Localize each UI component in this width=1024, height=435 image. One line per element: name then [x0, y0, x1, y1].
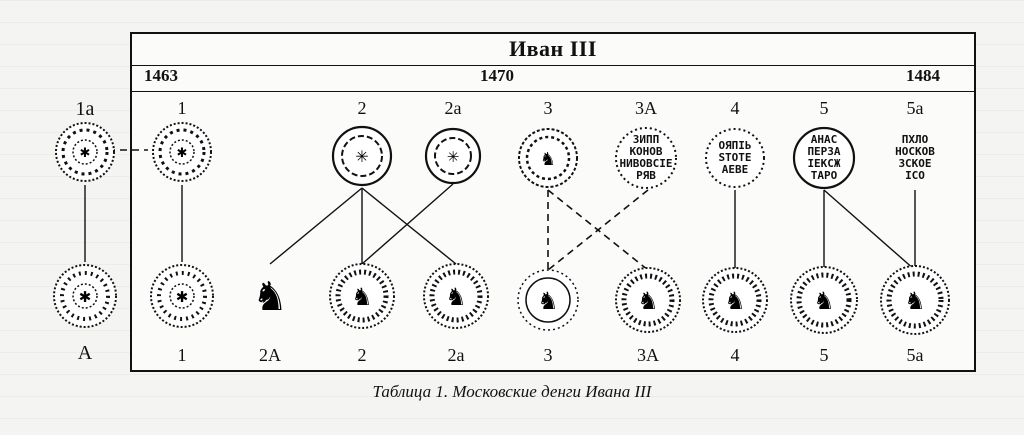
- coin-5a-top: ПХЛО НОСКОВ ЗСКОЕ IСО: [880, 126, 950, 190]
- coin-5-bottom: ♞: [790, 266, 858, 334]
- top-label-3A: 3А: [635, 98, 657, 118]
- coin-2a-bottom: ♞: [423, 263, 489, 329]
- coin-1-top: ✱: [152, 122, 212, 182]
- coin-3A-top-inscription: ЗИПП КОНОВ НИВОВСIE РЯВ: [619, 133, 673, 182]
- svg-text:♞: ♞: [813, 287, 835, 315]
- coin-5-top-inscription: АНАС ПЕРЗА IЕКСЖ ТАРО: [807, 133, 841, 182]
- coin-3-bottom: ♞: [517, 269, 579, 331]
- coin-5-top: АНАС ПЕРЗА IЕКСЖ ТАРО: [789, 126, 859, 190]
- coin-4-bottom: ♞: [702, 267, 768, 333]
- bottom-label-5a: 5а: [906, 345, 924, 365]
- bottom-label-3A: 3А: [637, 345, 659, 365]
- top-label-5: 5: [819, 98, 829, 118]
- link-5-5a: [823, 189, 916, 271]
- bottom-label-2A: 2А: [259, 345, 281, 365]
- bottom-label-2a: 2а: [447, 345, 465, 365]
- top-label-2: 2: [357, 98, 367, 118]
- coin-A-bottom: ✱: [53, 264, 117, 328]
- coin-3A-bottom: ♞: [615, 267, 681, 333]
- svg-text:✳: ✳: [355, 147, 368, 166]
- bottom-label-5: 5: [819, 345, 829, 365]
- table-caption: Таблица 1. Московские денги Ивана III: [372, 382, 652, 401]
- coin-4-top: ОЯПIЬ SТОТЕ АЕВЕ: [703, 126, 767, 190]
- svg-text:✱: ✱: [177, 146, 188, 161]
- svg-text:♞: ♞: [537, 287, 559, 315]
- bottom-label-1: 1: [177, 345, 187, 365]
- bottom-label-3: 3: [543, 345, 553, 365]
- coin-2a-top: ✳: [424, 127, 482, 185]
- bottom-label-2: 2: [357, 345, 367, 365]
- coin-3A-top-shape: [615, 127, 677, 189]
- svg-text:♞: ♞: [445, 283, 467, 311]
- top-label-1: 1: [177, 98, 187, 118]
- coin-5a-top-inscription: ПХЛО НОСКОВ ЗСКОЕ IСО: [895, 133, 935, 182]
- bottom-label-4: 4: [730, 345, 740, 365]
- year-1463: 1463: [144, 66, 178, 85]
- svg-text:♞: ♞: [540, 149, 556, 170]
- coin-2-top: ✳: [331, 125, 393, 187]
- top-label-3: 3: [543, 98, 553, 118]
- svg-text:✳: ✳: [447, 148, 460, 166]
- link-2-2A: [269, 187, 363, 265]
- coin-5-top-shape: [792, 126, 856, 190]
- top-label-2a: 2а: [444, 98, 462, 118]
- coin-1a-top: ✱: [55, 122, 115, 182]
- link-2-2a: [361, 187, 457, 265]
- coin-2A-bottom: ♞: [252, 274, 288, 320]
- coin-4-top-inscription: ОЯПIЬ SТОТЕ АЕВЕ: [718, 139, 752, 176]
- svg-text:♞: ♞: [252, 274, 288, 320]
- bottom-label-A: А: [77, 342, 93, 364]
- top-label-4: 4: [730, 98, 740, 118]
- year-1484: 1484: [906, 66, 940, 85]
- year-1470: 1470: [480, 66, 514, 85]
- svg-text:✱: ✱: [79, 288, 92, 306]
- link-3A-3: [547, 189, 649, 271]
- coin-1-bottom: ✱: [150, 264, 214, 328]
- svg-text:♞: ♞: [724, 287, 746, 315]
- svg-text:✱: ✱: [80, 146, 91, 161]
- top-label-1a: 1а: [75, 98, 95, 120]
- svg-text:♞: ♞: [637, 287, 659, 315]
- timeline: 1463 1470 1484: [130, 66, 976, 92]
- ruler-name: Иван III: [509, 36, 597, 61]
- link-2a-2: [361, 183, 454, 265]
- coin-3-top: ♞: [518, 128, 578, 188]
- svg-text:♞: ♞: [904, 287, 926, 315]
- coin-4-top-shape: [705, 128, 765, 188]
- top-label-5a: 5а: [906, 98, 924, 118]
- coin-5a-bottom: ♞: [880, 265, 950, 335]
- svg-text:✱: ✱: [176, 288, 189, 306]
- ruler-header: Иван III: [130, 32, 976, 66]
- coin-2-bottom: ♞: [329, 263, 395, 329]
- coin-3A-top: ЗИПП КОНОВ НИВОВСIE РЯВ: [606, 126, 686, 190]
- svg-text:♞: ♞: [351, 283, 373, 311]
